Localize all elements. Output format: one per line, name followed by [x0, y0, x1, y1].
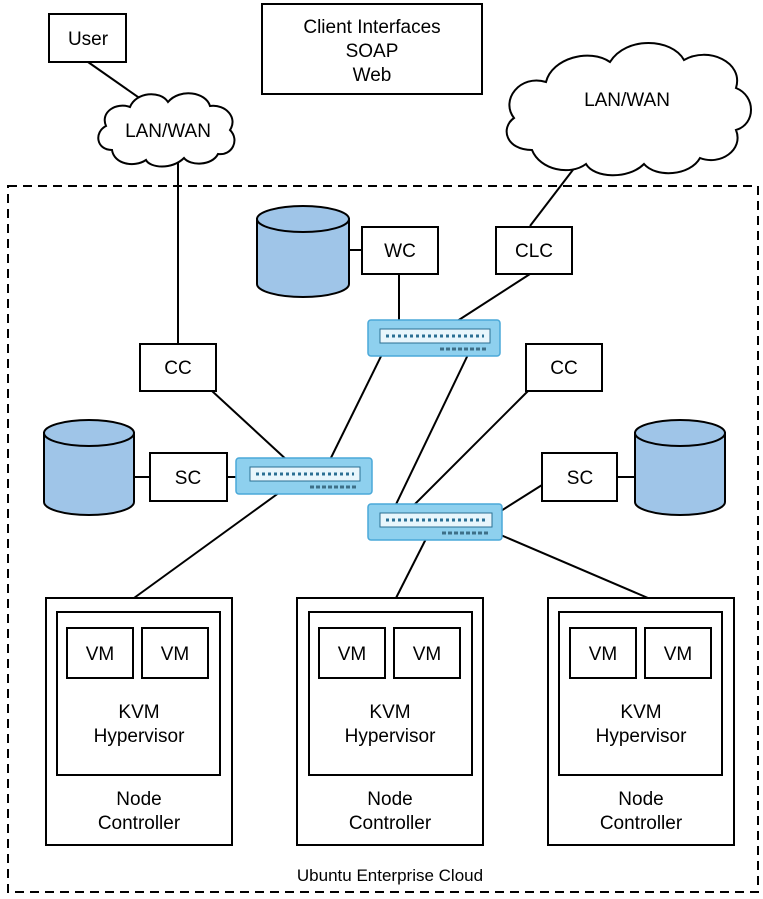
- link-switch-top-switch-left: [322, 337, 391, 475]
- node-3-vm2-label: VM: [664, 644, 693, 665]
- storage-sc-right: [634, 419, 726, 516]
- sc-right-label: SC: [567, 468, 593, 489]
- sc-right-box: SC: [541, 452, 618, 502]
- switch-right: [367, 503, 503, 541]
- node-1-vm2-label: VM: [161, 644, 190, 665]
- lan-wan-cloud-left: LAN/WAN: [97, 92, 236, 168]
- lan-wan-left-label: LAN/WAN: [125, 121, 211, 142]
- switch-left: [235, 457, 373, 495]
- client-interfaces-line1: Client Interfaces: [303, 17, 440, 38]
- link-switch-left-node-1: [133, 478, 299, 599]
- node-1-vm1-label: VM: [86, 644, 115, 665]
- cloud-label: Ubuntu Enterprise Cloud: [297, 866, 483, 885]
- link-switch-top-switch-right-a: [387, 337, 477, 522]
- storage-sc-right-top: [634, 419, 726, 447]
- storage-sc-right-body: [634, 432, 726, 516]
- clc-label: CLC: [515, 241, 553, 262]
- node-3-nc-line2: Controller: [600, 813, 683, 834]
- storage-wc-top: [256, 205, 350, 233]
- node-3-hypervisor-line1: KVM: [620, 702, 661, 723]
- node-1-nc-line2: Controller: [98, 813, 181, 834]
- user-label: User: [68, 29, 109, 50]
- node-controller-3: VM VM KVM Hypervisor Node Controller: [547, 597, 735, 846]
- sc-left-label: SC: [175, 468, 201, 489]
- client-interfaces-line3: Web: [353, 65, 392, 86]
- node-3-hypervisor-line2: Hypervisor: [596, 726, 687, 747]
- storage-sc-left-top: [43, 419, 135, 447]
- cc-left-label: CC: [164, 358, 191, 379]
- node-2-hypervisor-line1: KVM: [369, 702, 410, 723]
- node-2-nc-line1: Node: [367, 789, 412, 810]
- switch-top: [367, 319, 501, 357]
- node-2-hypervisor-line2: Hypervisor: [345, 726, 436, 747]
- wc-box: WC: [361, 226, 439, 275]
- node-2-vm1-label: VM: [338, 644, 367, 665]
- client-interfaces-box: Client Interfaces SOAP Web: [261, 3, 483, 95]
- storage-sc-left: [43, 419, 135, 516]
- user-node: User: [48, 13, 127, 63]
- node-3-nc-line1: Node: [618, 789, 663, 810]
- link-cc-right-switch-right: [397, 390, 529, 522]
- cc-right-label: CC: [550, 358, 577, 379]
- node-1-hypervisor-line2: Hypervisor: [94, 726, 185, 747]
- clc-box: CLC: [495, 226, 573, 275]
- client-interfaces-line2: SOAP: [346, 41, 399, 62]
- cc-left-box: CC: [139, 343, 217, 392]
- node-controller-1: VM VM KVM Hypervisor Node Controller: [45, 597, 233, 846]
- lan-wan-right-label: LAN/WAN: [584, 90, 670, 111]
- sc-left-box: SC: [149, 452, 228, 502]
- node-2-nc-line2: Controller: [349, 813, 432, 834]
- storage-wc-body: [256, 218, 350, 298]
- storage-sc-left-body: [43, 432, 135, 516]
- link-switch-right-node-3: [474, 523, 649, 599]
- node-controller-2: VM VM KVM Hypervisor Node Controller: [296, 597, 484, 846]
- cc-right-box: CC: [525, 343, 603, 392]
- cloud-boundary: [7, 185, 759, 893]
- node-1-hypervisor-line1: KVM: [118, 702, 159, 723]
- node-2-vm2-label: VM: [413, 644, 442, 665]
- wc-label: WC: [384, 241, 416, 262]
- lan-wan-cloud-right: LAN/WAN: [505, 42, 752, 177]
- node-3-vm1-label: VM: [589, 644, 618, 665]
- node-1-nc-line1: Node: [116, 789, 161, 810]
- storage-wc: [256, 205, 350, 298]
